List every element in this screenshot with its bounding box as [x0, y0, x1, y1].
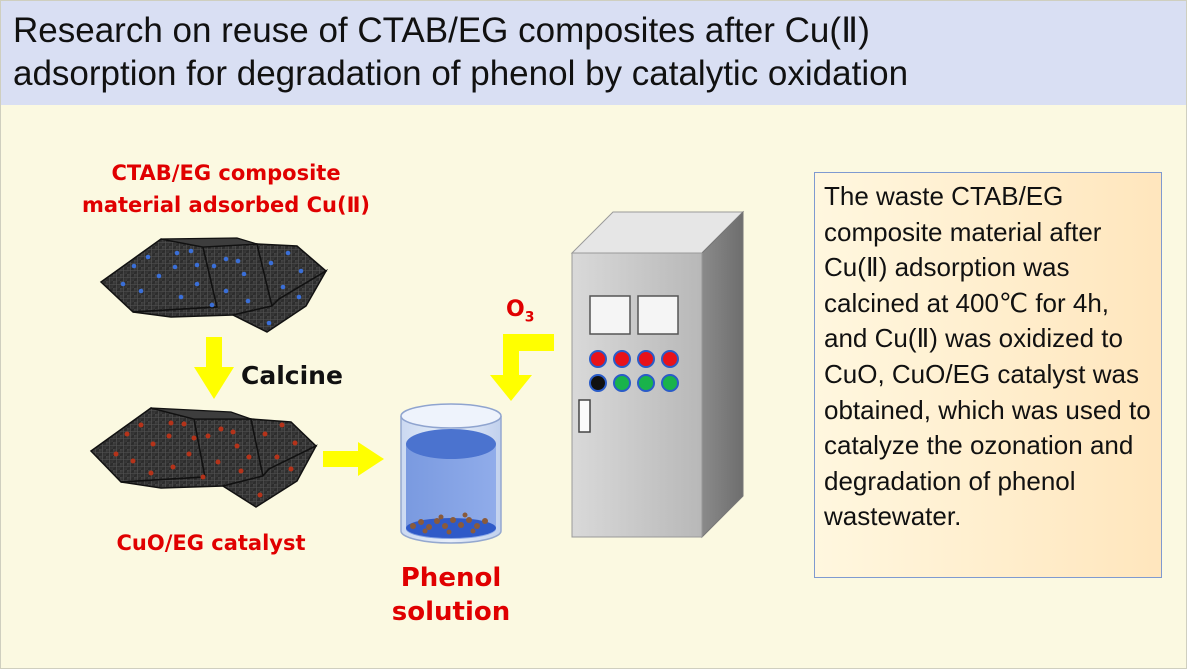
composite-label-line-2: material adsorbed Cu(Ⅱ) [81, 193, 371, 217]
description-box: The waste CTAB/EG composite material aft… [814, 172, 1162, 578]
ozone-label-main: O [506, 297, 525, 322]
graphene-sheet-with-red-dots [89, 407, 318, 508]
ozone-label: O3 [506, 297, 534, 325]
title-line-2: adsorption for degradation of phenol by … [13, 54, 909, 93]
calcine-arrow [194, 337, 234, 399]
description-text: The waste CTAB/EG composite material aft… [824, 181, 1151, 532]
beaker-icon [400, 403, 502, 544]
composite-label-line-1: CTAB/EG composite [111, 161, 341, 185]
control-cabinet-icon [570, 210, 745, 539]
title-line-1: Research on reuse of CTAB/EG composites … [13, 11, 870, 50]
to-beaker-arrow [323, 442, 384, 476]
phenol-solution-label: Phenol solution [361, 561, 541, 629]
title-bar: Research on reuse of CTAB/EG composites … [1, 1, 1186, 105]
ozone-arrow [490, 334, 554, 401]
phenol-label-line-2: solution [391, 597, 511, 627]
calcine-label: Calcine [241, 361, 343, 390]
catalyst-label: CuO/EG catalyst [116, 531, 306, 555]
ozone-label-subscript: 3 [524, 309, 535, 326]
phenol-label-line-1: Phenol [400, 563, 502, 593]
graphene-sheet-with-blue-dots [99, 237, 329, 333]
composite-material-label: CTAB/EG composite material adsorbed Cu(Ⅱ… [41, 157, 411, 221]
